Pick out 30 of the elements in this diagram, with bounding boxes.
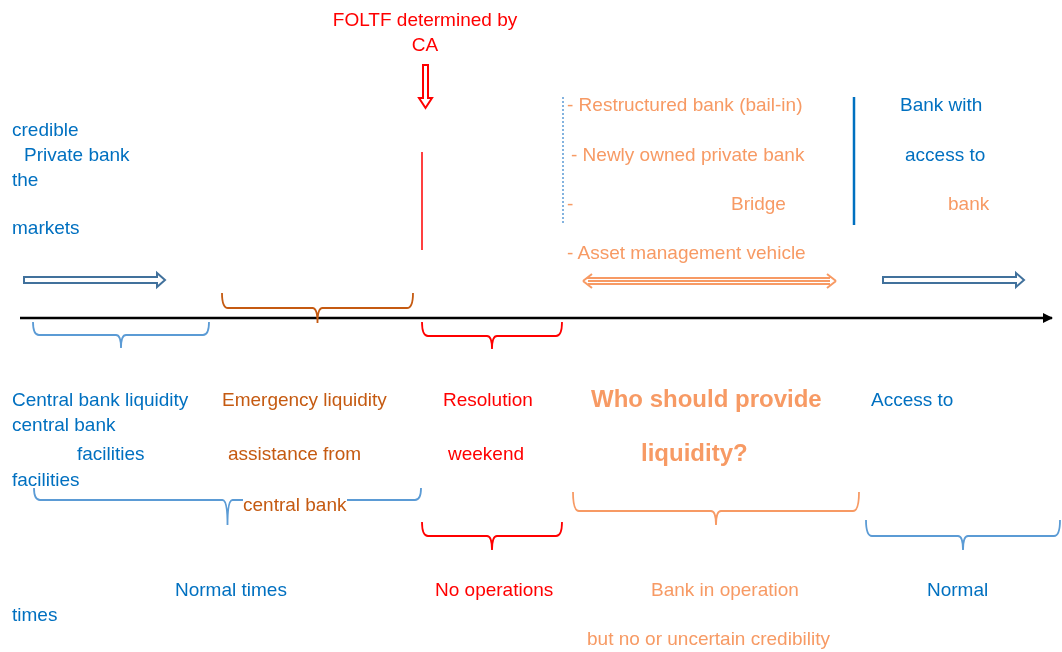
annotation-text: No operations [435, 579, 554, 601]
annotation-text: central bank [12, 414, 116, 436]
annotation-text: Who should provide [591, 384, 822, 412]
annotation-text: assistance from [228, 443, 362, 465]
annotation-text: - Asset management vehicle [567, 242, 806, 264]
annotation-text: - Restructured bank (bail-in) [567, 94, 803, 116]
annotation-text: weekend [448, 443, 525, 465]
annotation-text: the [12, 169, 39, 191]
annotation-text: Central bank liquidity [12, 389, 189, 411]
annotation-text: - [567, 193, 574, 215]
annotation-text: Resolution [443, 389, 533, 411]
annotation-text: Emergency liquidity [222, 389, 387, 411]
annotation-text: FOLTF determined by CA [331, 8, 519, 57]
annotation-text: Bridge [731, 193, 786, 215]
annotation-text: Access to [871, 389, 954, 411]
annotation-text: bank [948, 193, 990, 215]
annotation-text: liquidity? [641, 438, 748, 466]
annotation-text: times [12, 604, 58, 626]
annotation-text: markets [12, 217, 80, 239]
annotation-text: Bank with [900, 94, 983, 116]
annotation-text: Bank in operation [651, 579, 799, 601]
annotation-text: access to [905, 144, 986, 166]
annotation-text: credible [12, 119, 79, 141]
annotation-text: Normal [927, 579, 989, 601]
annotation-text: Normal times [175, 579, 287, 601]
annotation-text: facilities [77, 443, 145, 465]
annotation-text: Private bank [24, 144, 130, 166]
annotation-text: - Newly owned private bank [571, 144, 805, 166]
annotation-text: facilities [12, 469, 80, 491]
annotation-text: but no or uncertain credibility [587, 628, 830, 650]
